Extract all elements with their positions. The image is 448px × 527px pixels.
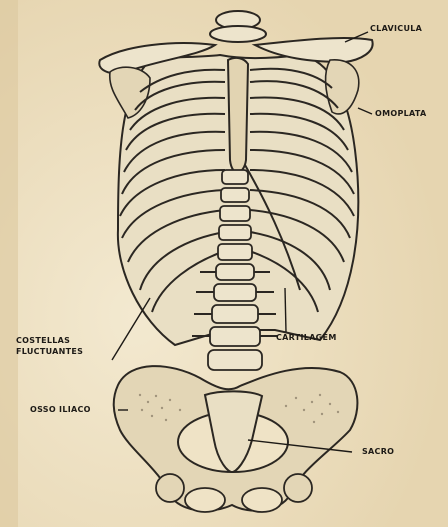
cervical-vertebra-2 xyxy=(210,26,266,42)
label-omoplata: OMOPLATA xyxy=(375,109,427,120)
label-costellas-line2: FLUCTUANTES xyxy=(16,347,83,358)
label-sacro: SACRO xyxy=(362,447,394,458)
label-costellas-line1: COSTELLAS xyxy=(16,336,83,347)
label-costellas: COSTELLAS FLUCTUANTES xyxy=(16,336,83,358)
obturator-right xyxy=(242,488,282,512)
label-cartilagem: CARTILAGEM xyxy=(276,333,337,344)
obturator-left xyxy=(185,488,225,512)
hip-socket-right xyxy=(284,474,312,502)
left-edge-shadow xyxy=(0,0,18,527)
leader-cartilagem xyxy=(285,288,286,332)
label-clavicula: CLAVICULA xyxy=(370,24,422,35)
sternum xyxy=(228,58,248,172)
hip-socket-left xyxy=(156,474,184,502)
label-osso-iliaco: OSSO ILIACO xyxy=(30,405,91,416)
